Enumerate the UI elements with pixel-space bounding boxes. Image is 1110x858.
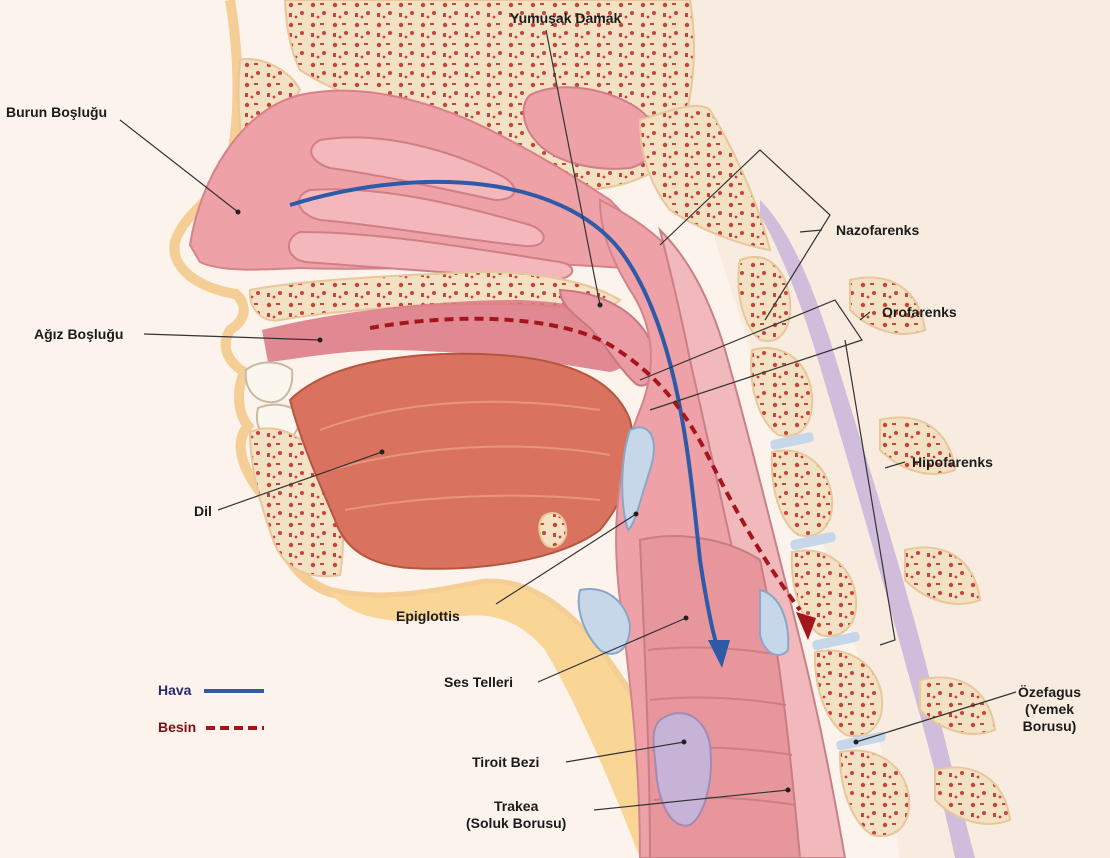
label-ozefagus: Özefagus (Yemek Borusu) xyxy=(1018,684,1081,735)
hyoid-bone xyxy=(539,513,566,547)
legend-food-label: Besin xyxy=(158,719,196,736)
label-orofarenks: Orofarenks xyxy=(882,304,957,321)
legend-air-label: Hava xyxy=(158,682,191,699)
label-hipofarenks: Hipofarenks xyxy=(912,454,993,471)
label-epiglottis: Epiglottis xyxy=(396,608,460,625)
label-ses-telleri: Ses Telleri xyxy=(444,674,513,691)
label-dil: Dil xyxy=(194,503,212,520)
label-tiroit-bezi: Tiroit Bezi xyxy=(472,754,539,771)
label-agiz-boslugu: Ağız Boşluğu xyxy=(34,326,123,343)
upper-teeth xyxy=(246,363,293,403)
label-trakea: Trakea (Soluk Borusu) xyxy=(466,798,566,832)
label-burun-boslugu: Burun Boşluğu xyxy=(6,104,107,121)
label-nazofarenks: Nazofarenks xyxy=(836,222,919,239)
label-yumusak-damak: Yumuşak Damak xyxy=(510,10,621,27)
